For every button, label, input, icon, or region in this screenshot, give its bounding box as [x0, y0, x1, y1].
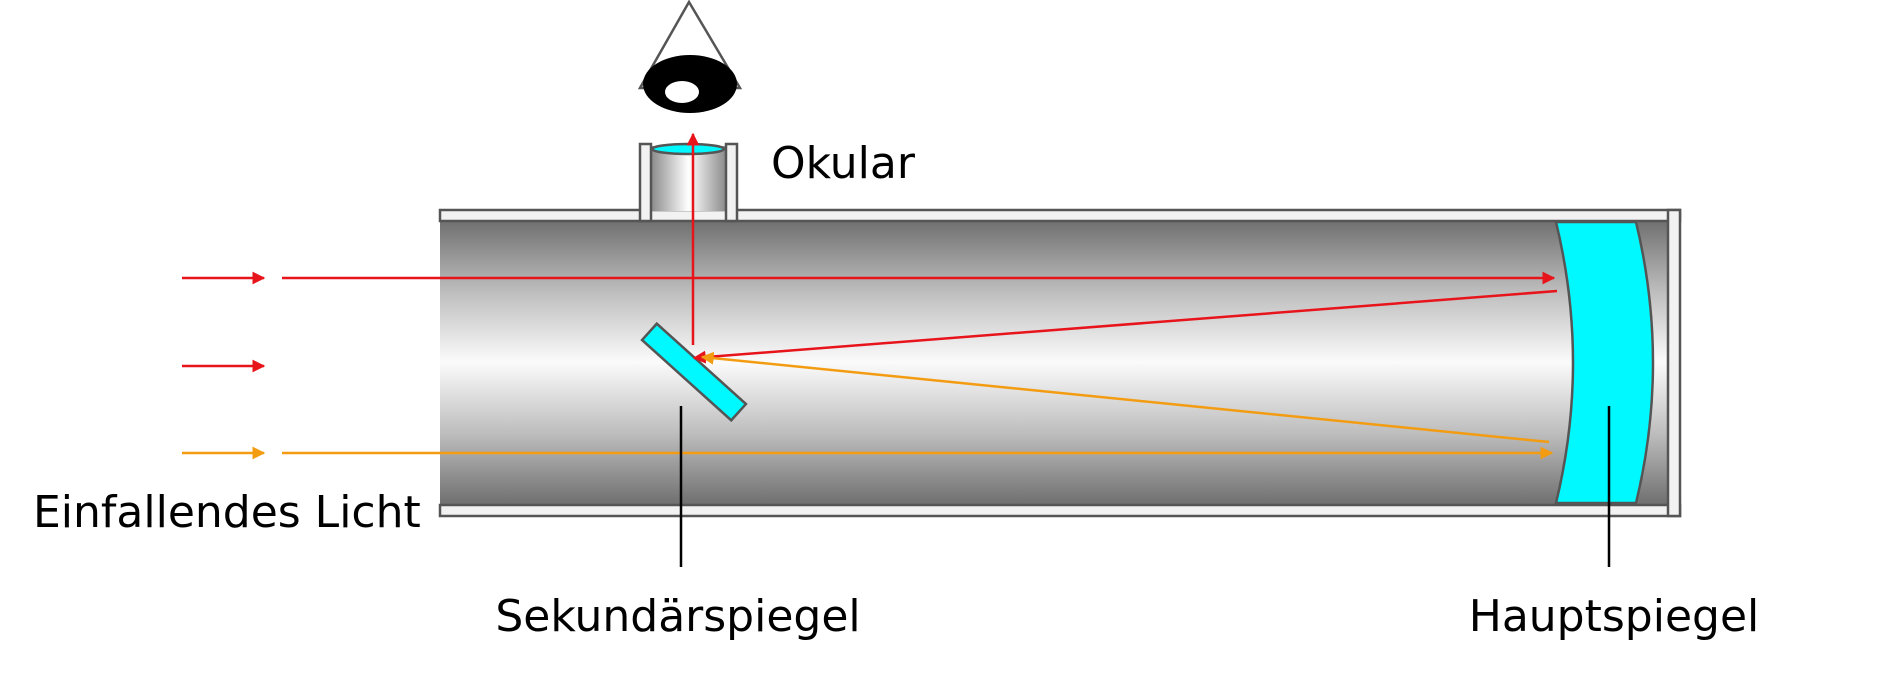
- tube-top-wall: [438, 208, 1682, 223]
- light-rays: [182, 132, 1558, 460]
- primary-mirror: [1554, 220, 1655, 505]
- telescope-tube: [438, 208, 1682, 518]
- eyepiece-barrel: [651, 146, 726, 211]
- eyepiece-assembly: [638, 142, 739, 223]
- incoming-light-label: Einfallendes Licht: [33, 487, 421, 538]
- eyepiece-wall-right: [724, 142, 739, 223]
- eyepiece-label: Okular: [771, 138, 916, 189]
- ray-red-reflected: [692, 289, 1558, 364]
- primary-mirror-label: Hauptspiegel: [1469, 591, 1760, 642]
- secondary-mirror-label: Sekundärspiegel: [495, 591, 860, 642]
- eyepiece-wall-left: [638, 142, 653, 223]
- ray-orange-reflected: [700, 351, 1550, 444]
- eyepiece-lens: [650, 142, 726, 156]
- tube-end-cap: [1666, 208, 1682, 518]
- tube-bottom-wall: [438, 503, 1682, 518]
- eye-icon: [637, 0, 743, 113]
- tube-body: [440, 220, 1680, 505]
